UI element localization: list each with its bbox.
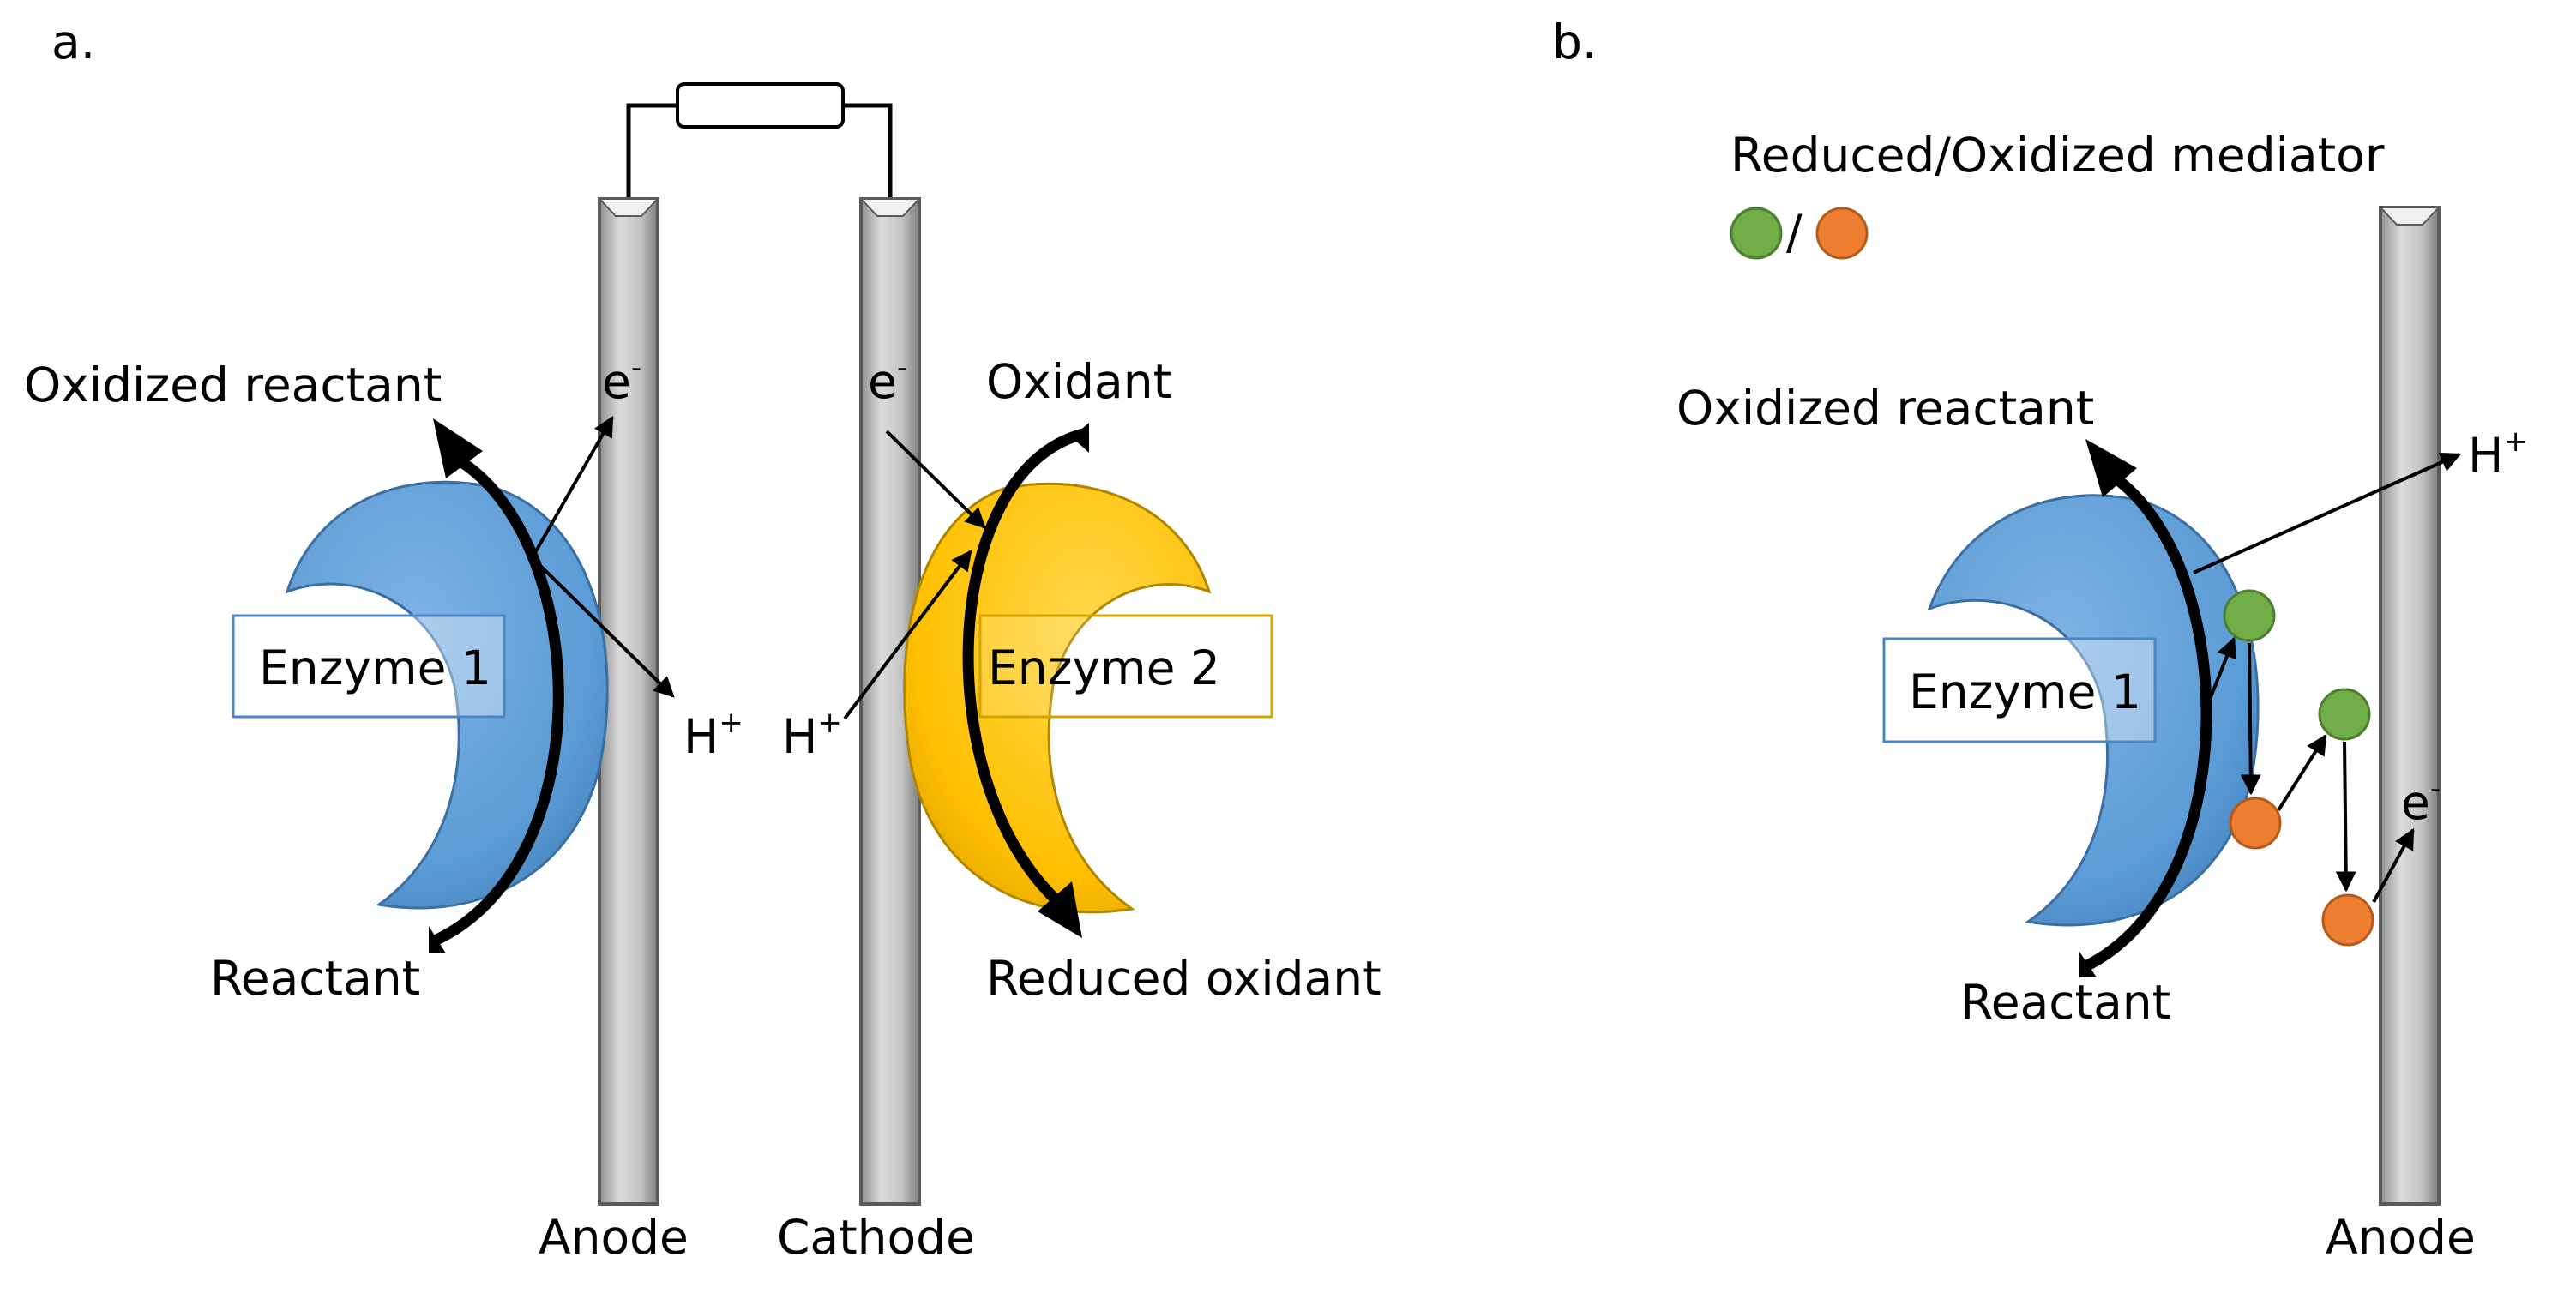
external-circuit xyxy=(626,82,893,199)
panel-b-letter: b. xyxy=(1552,15,1597,69)
enzyme-1-label-b: Enzyme 1 xyxy=(1909,665,2141,719)
enzyme-1-label-box-b xyxy=(1882,637,2157,743)
reduced-mediator-2 xyxy=(2318,688,2371,741)
reduced-oxidant-label: Reduced oxidant xyxy=(986,951,1381,1006)
enzyme-1-reaction-arrow-b xyxy=(2079,439,2212,977)
enzyme-1-shape-b xyxy=(1927,494,2260,927)
anode-label-a: Anode xyxy=(539,1210,689,1265)
enzyme-2-label: Enzyme 2 xyxy=(988,640,1220,695)
oxidized-mediator-1 xyxy=(2229,797,2282,850)
mediator-reduction-arrow xyxy=(2240,642,2261,796)
proton-label-b: H+ xyxy=(2468,424,2528,483)
panel-b: b. Reduced/Oxidized mediator / Enzyme 1 xyxy=(1552,15,2528,1265)
proton-arrow-b xyxy=(2193,452,2462,574)
oxidized-reactant-label-a: Oxidized reactant xyxy=(24,358,442,412)
proton-arrow-cathode xyxy=(843,550,972,720)
anode-label-b: Anode xyxy=(2326,1210,2476,1265)
proton-label-anode: H+ xyxy=(683,706,743,764)
mediator-legend-label: Reduced/Oxidized mediator xyxy=(1730,128,2385,183)
electron-label-anode: e- xyxy=(602,351,641,409)
enzyme-2-label-box xyxy=(978,614,1273,719)
proton-arrow-anode xyxy=(528,554,675,698)
legend-oxidized-mediator xyxy=(1815,207,1869,260)
panel-a: a. Enzyme 1 Enzyme 2 xyxy=(24,15,1381,1265)
resistor xyxy=(676,82,845,129)
reactant-label-a: Reactant xyxy=(210,951,420,1006)
proton-label-cathode: H+ xyxy=(782,706,842,764)
enzyme-2-shape xyxy=(903,482,1212,914)
oxidized-mediator-2 xyxy=(2321,893,2374,947)
electron-arrow-cathode xyxy=(885,430,986,529)
oxidant-label: Oxidant xyxy=(986,354,1171,409)
oxidized-reactant-label-b: Oxidized reactant xyxy=(1676,381,2094,436)
legend-slash: / xyxy=(1786,205,1803,260)
electron-arrow-anode xyxy=(532,415,614,556)
anode-electrode xyxy=(597,197,660,1206)
enzyme-1-label: Enzyme 1 xyxy=(259,640,491,695)
legend-reduced-mediator xyxy=(1730,207,1783,260)
electron-label-cathode: e- xyxy=(868,351,907,409)
enzyme-to-mediator-arrow xyxy=(2202,636,2237,715)
mediator-oxidation-arrow xyxy=(2335,741,2356,893)
anode-electrode-b xyxy=(2378,206,2441,1206)
reduced-mediator-1 xyxy=(2223,589,2276,642)
cathode-electrode xyxy=(858,197,922,1206)
enzyme-1-label-box xyxy=(232,614,506,719)
enzyme-2-reaction-arrow xyxy=(962,423,1089,938)
electron-label-b: e- xyxy=(2401,772,2441,830)
electron-arrow-b xyxy=(2372,827,2415,903)
panel-a-letter: a. xyxy=(51,15,95,69)
mediator-transfer-arrow xyxy=(2277,733,2327,812)
enzyme-1-reaction-arrow xyxy=(429,418,564,953)
reactant-label-b: Reactant xyxy=(1960,975,2170,1030)
cathode-label: Cathode xyxy=(777,1210,975,1265)
enzyme-1-shape xyxy=(285,480,609,910)
